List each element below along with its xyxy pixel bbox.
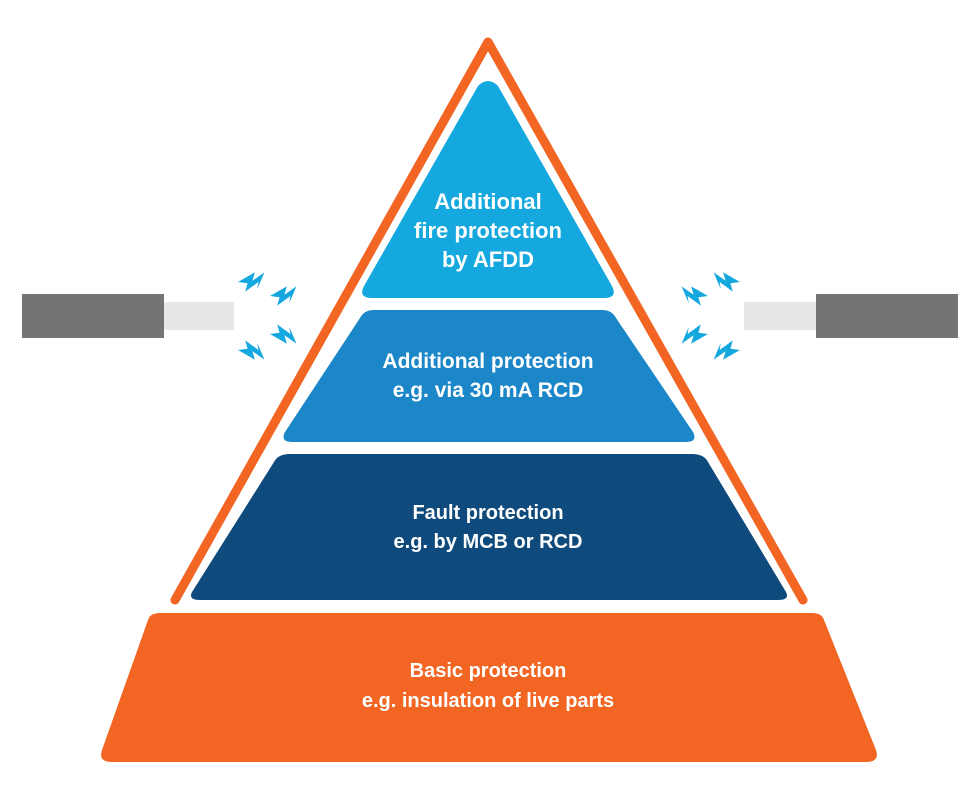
right-sparks xyxy=(681,272,740,360)
lightning-bolt-icon xyxy=(681,324,708,344)
lightning-bolt-icon xyxy=(238,272,265,292)
lightning-bolt-icon xyxy=(238,340,265,360)
right-cable-sheath xyxy=(816,294,958,338)
tier-top-line-3: by AFDD xyxy=(442,247,534,272)
right-cable-conductor xyxy=(744,302,816,330)
tier-top-shape xyxy=(362,81,614,298)
left-cable-sheath xyxy=(22,294,164,338)
tier-lower-middle-line-2: e.g. by MCB or RCD xyxy=(394,531,583,553)
lightning-bolt-icon xyxy=(713,340,740,360)
lightning-bolt-icon xyxy=(681,286,708,306)
tier-lower-middle-label: Fault protection e.g. by MCB or RCD xyxy=(394,502,583,553)
tier-upper-middle-line-2: e.g. via 30 mA RCD xyxy=(393,379,584,402)
right-cable-icon xyxy=(744,294,958,338)
pyramid-outline xyxy=(170,37,808,605)
tier-top-line-1: Additional xyxy=(434,189,542,214)
tier-base-shape xyxy=(101,613,877,762)
tier-upper-middle-label: Additional protection e.g. via 30 mA RCD xyxy=(382,350,593,402)
tier-top-line-2: fire protection xyxy=(414,218,562,243)
left-cable-conductor xyxy=(164,302,234,330)
tier-base-line-2: e.g. insulation of live parts xyxy=(362,690,614,712)
tier-base-line-1: Basic protection xyxy=(410,660,567,682)
left-cable-icon xyxy=(22,294,234,338)
lightning-bolt-icon xyxy=(270,286,297,306)
tier-upper-middle-line-1: Additional protection xyxy=(382,350,593,373)
left-sparks xyxy=(238,272,297,360)
lightning-bolt-icon xyxy=(270,324,297,344)
lightning-bolt-icon xyxy=(713,272,740,292)
tier-base-label: Basic protection e.g. insulation of live… xyxy=(362,660,614,712)
tier-top-label: Additional fire protection by AFDD xyxy=(414,189,562,272)
tier-lower-middle-shape xyxy=(191,454,787,600)
tier-upper-middle-shape xyxy=(283,310,695,442)
tier-lower-middle-line-1: Fault protection xyxy=(412,502,563,524)
